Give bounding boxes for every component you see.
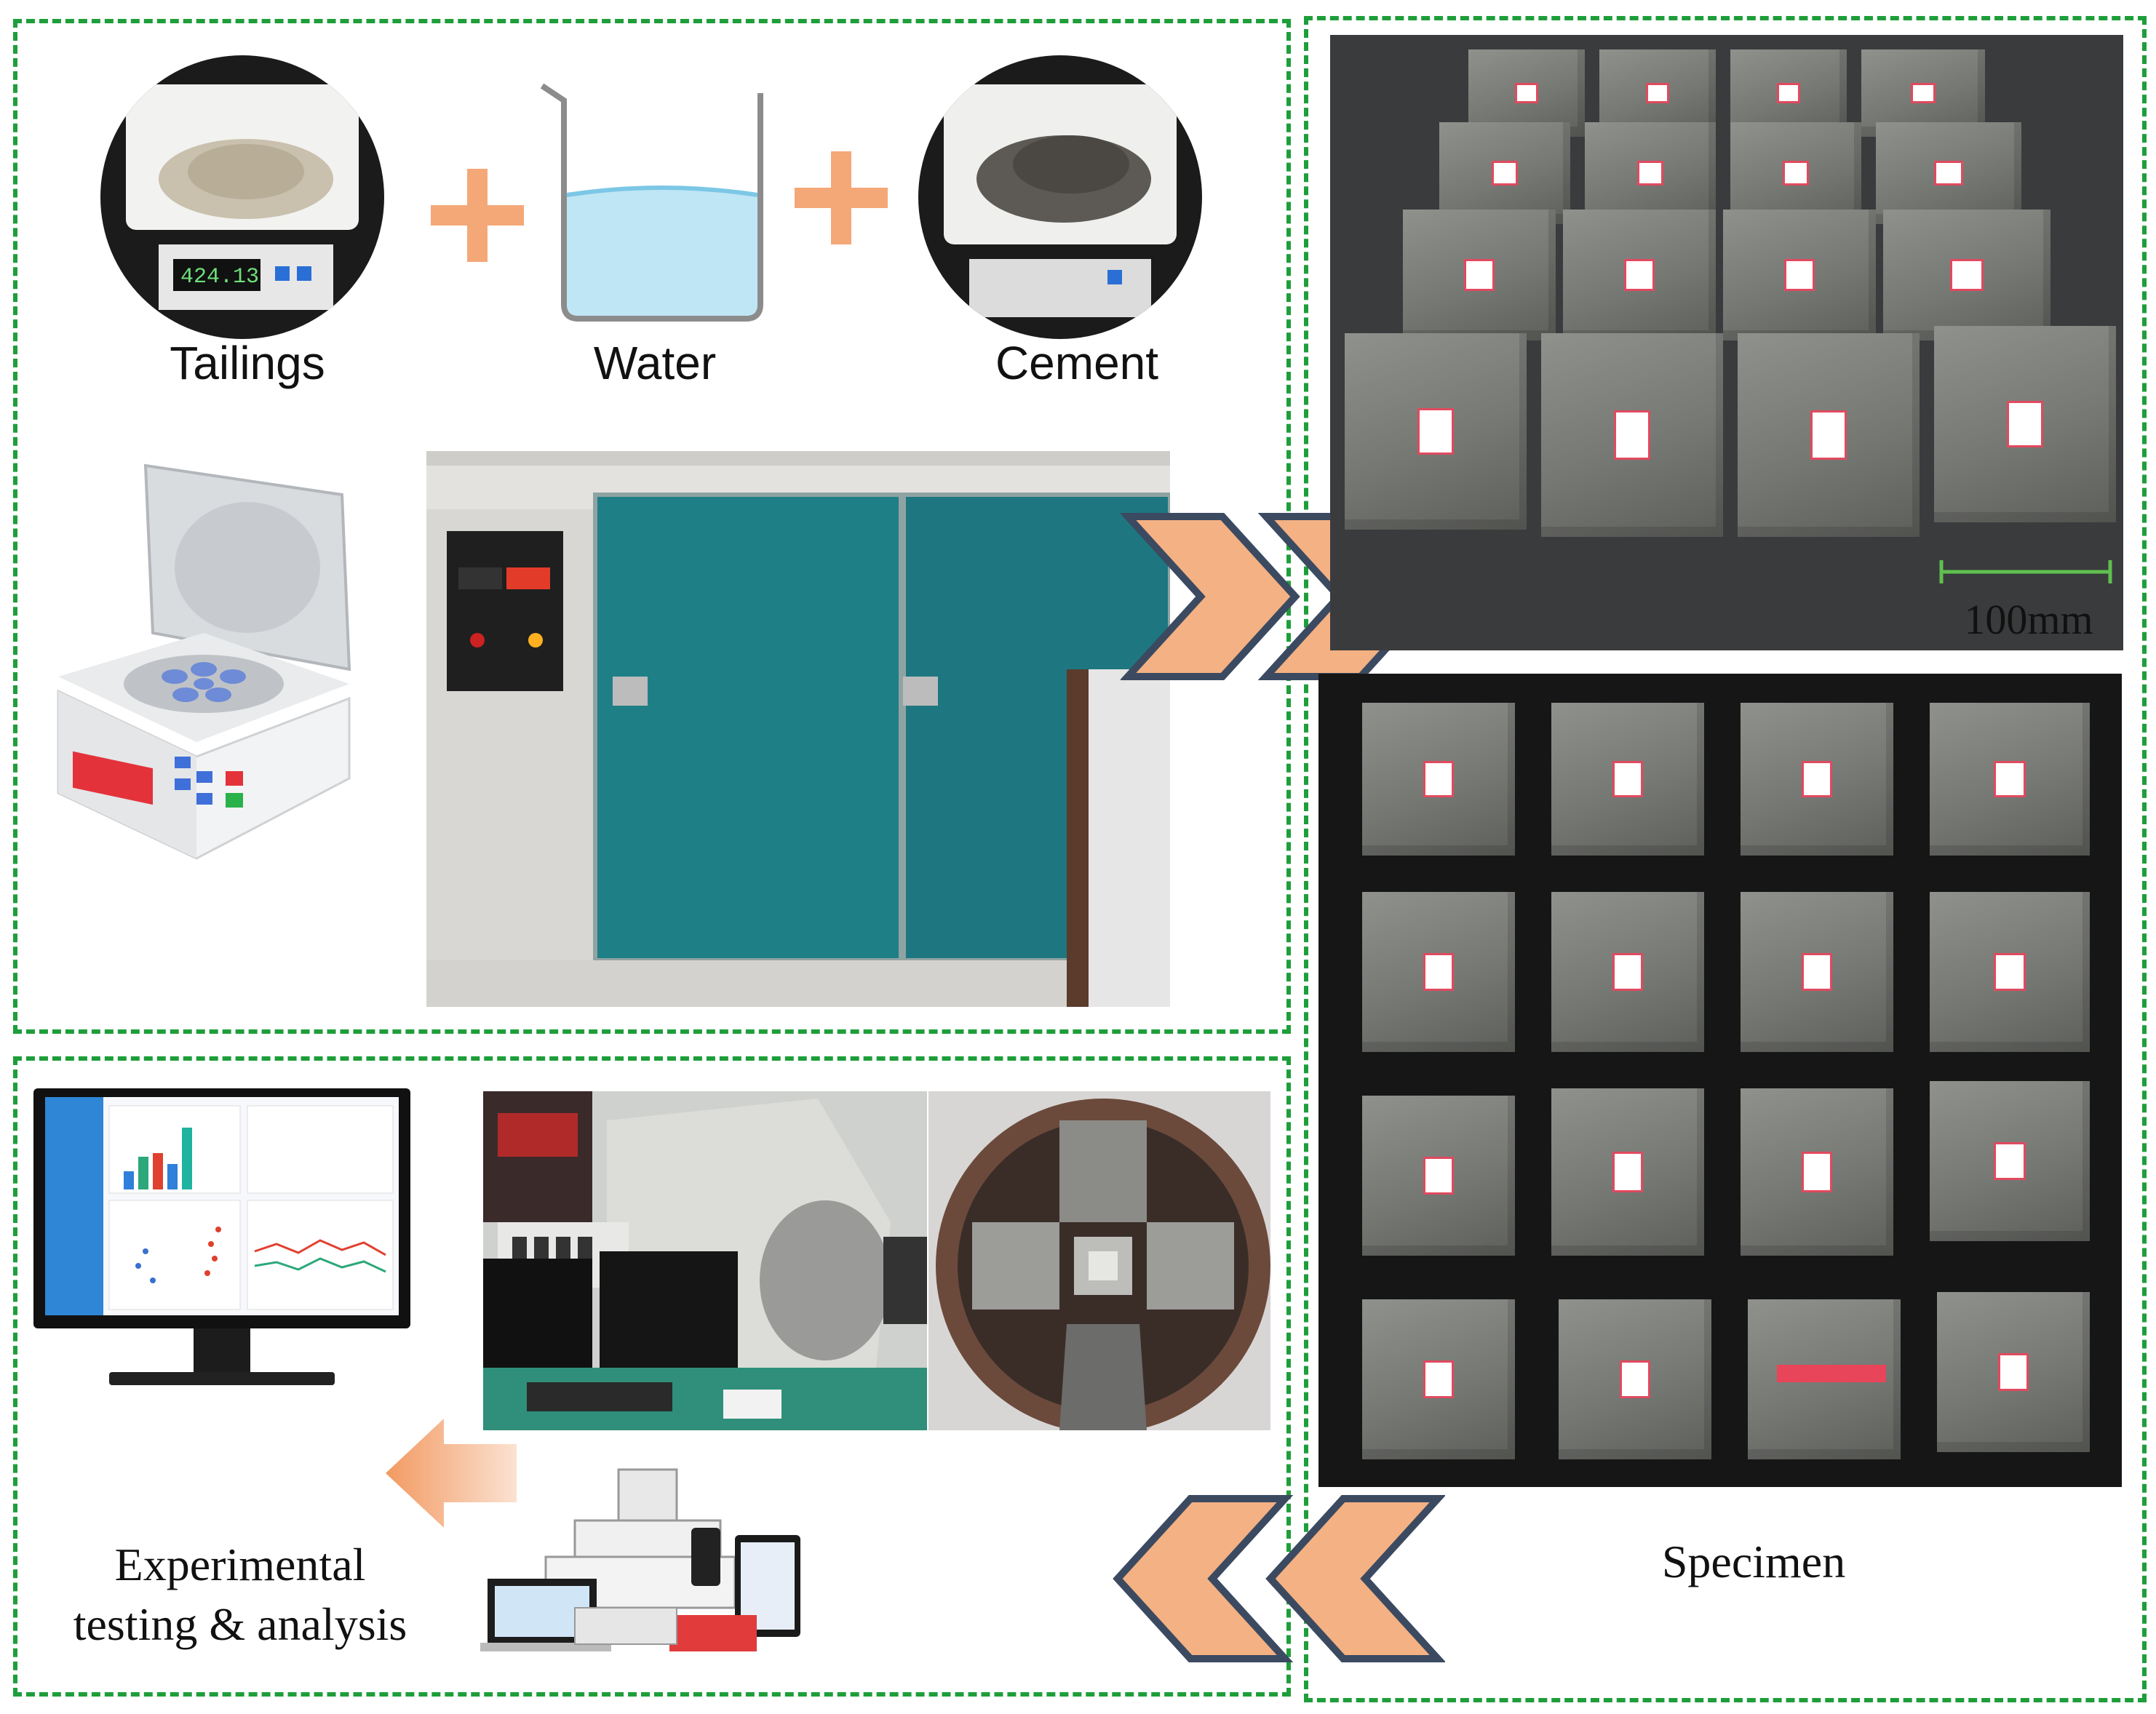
water-label: Water <box>593 337 717 389</box>
specimen-label-tag <box>1417 407 1454 455</box>
specimen-label-tag <box>1423 1156 1454 1195</box>
tailings-label: Tailings <box>170 337 325 389</box>
plus-icon <box>795 151 888 244</box>
double-chevron-left-icon <box>1113 1495 1445 1662</box>
beaker-icon <box>540 83 763 322</box>
scale-bar <box>1939 560 2112 583</box>
specimen-label: Specimen <box>1661 1536 1846 1587</box>
specimen-label-tag <box>1464 259 1495 291</box>
specimens-perspective-photo: 100mm <box>1330 35 2123 650</box>
cement-photo <box>918 55 1202 339</box>
specimen-block <box>1748 1299 1901 1459</box>
specimen-block <box>1403 210 1556 340</box>
specimen-label-tag <box>1646 82 1669 104</box>
specimen-panel <box>1304 16 2147 1702</box>
specimen-label-tag <box>1612 1152 1643 1192</box>
specimen-label-tag <box>1777 82 1800 104</box>
specimen-block <box>1930 703 2090 856</box>
specimen-block <box>1362 892 1515 1052</box>
specimen-block <box>1439 122 1570 224</box>
arrow-left-icon <box>386 1419 517 1528</box>
plus-icon <box>431 169 524 262</box>
testing-label-line2: testing & analysis <box>73 1598 407 1650</box>
specimen-label-tag <box>1612 760 1643 798</box>
specimen-label-tag <box>1802 1152 1832 1192</box>
specimen-label-tag <box>1423 1360 1454 1399</box>
centrifuge-icon <box>57 463 351 860</box>
specimen-block <box>1551 892 1704 1052</box>
specimen-label-tag <box>1802 760 1832 798</box>
testing-label-line1: Experimental <box>114 1539 366 1590</box>
specimen-label-tag <box>2007 400 2043 448</box>
specimen-block <box>1741 703 1893 856</box>
specimen-label-tag <box>1994 952 2026 992</box>
specimen-block <box>1362 1096 1515 1256</box>
specimen-block <box>1730 122 1861 224</box>
specimen-label-tag <box>1515 82 1538 104</box>
specimen-label-tag <box>1783 161 1809 186</box>
test-chamber-illustration <box>928 1091 1270 1430</box>
cement-label: Cement <box>995 337 1159 389</box>
specimen-label-tag <box>1612 952 1643 992</box>
specimen-block <box>1362 1299 1515 1459</box>
testing-machine-illustration <box>483 1091 927 1430</box>
marker-bar <box>1777 1365 1886 1382</box>
specimen-block <box>1585 122 1716 224</box>
specimen-block <box>1876 122 2021 224</box>
data-acquisition-system <box>480 1468 800 1651</box>
specimen-label-tag <box>1620 1360 1650 1399</box>
specimen-label-tag <box>1994 1141 2026 1181</box>
specimen-block <box>1362 703 1515 856</box>
scale-bar-label: 100mm <box>1964 596 2093 643</box>
testing-machine-photo <box>483 1091 927 1430</box>
specimen-block <box>1738 333 1920 537</box>
specimen-label-tag <box>1492 161 1518 186</box>
specimen-block <box>1930 1081 2090 1241</box>
specimen-block <box>1541 333 1723 537</box>
specimen-block <box>1563 210 1716 340</box>
specimen-label-tag <box>1423 952 1454 992</box>
specimen-block <box>1937 1292 2090 1452</box>
specimen-block <box>1723 210 1876 340</box>
testing-panel <box>13 1056 1291 1697</box>
tailings-scale-illustration: 424.13 <box>126 84 359 310</box>
specimen-label-tag <box>1614 410 1650 460</box>
specimen-label-tag <box>1784 259 1815 291</box>
test-chamber-photo <box>928 1091 1270 1430</box>
specimen-label-tag <box>1998 1352 2029 1392</box>
specimen-label-tag <box>1950 259 1984 291</box>
curing-cabinet-illustration <box>426 451 1170 1007</box>
cement-scale-illustration <box>944 84 1177 317</box>
specimen-block <box>1559 1299 1711 1459</box>
specimen-label-tag <box>1423 760 1454 798</box>
monitor-icon <box>33 1088 410 1385</box>
specimen-label-tag <box>1802 952 1832 992</box>
specimen-block <box>1345 333 1527 530</box>
curing-cabinet-photo <box>426 451 1170 1007</box>
specimen-label-tag <box>1994 760 2026 798</box>
specimen-block <box>1741 1088 1893 1256</box>
specimen-label-tag <box>1624 259 1655 291</box>
specimen-block <box>1883 210 2050 340</box>
specimen-label-tag <box>1934 161 1963 186</box>
specimen-block <box>1930 892 2090 1052</box>
specimen-block <box>1551 1088 1704 1256</box>
specimen-label-tag <box>1810 410 1847 460</box>
specimen-block <box>1934 326 2116 522</box>
specimen-block <box>1741 892 1893 1052</box>
tailings-photo: 424.13 <box>100 55 384 339</box>
specimen-block <box>1551 703 1704 856</box>
specimen-label-tag <box>1911 82 1936 104</box>
specimens-top-view-photo <box>1318 674 2122 1487</box>
specimen-label-tag <box>1637 161 1663 186</box>
svg-text:424.13: 424.13 <box>180 265 259 290</box>
